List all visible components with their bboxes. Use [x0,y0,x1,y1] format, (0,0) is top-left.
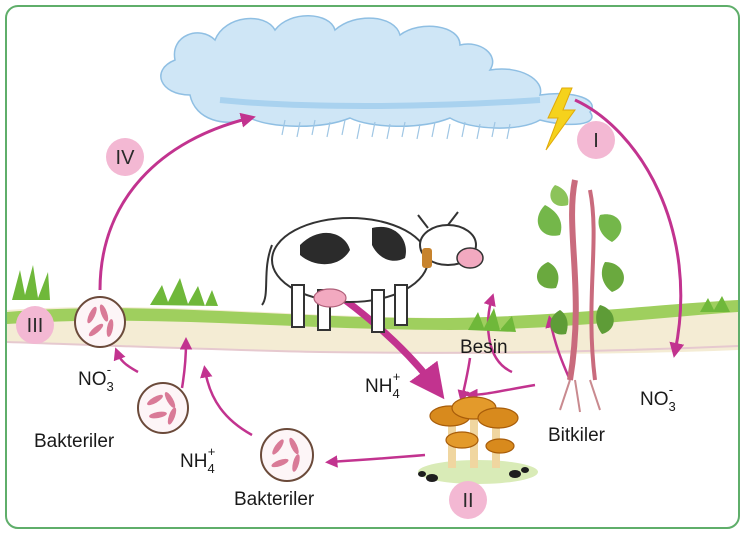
svg-text:II: II [462,490,473,512]
bacteria-icon [261,429,313,481]
bacteria-icon [138,383,188,433]
svg-text:IV: IV [116,147,136,169]
bacteria-left-label: Bakteriler [34,431,115,452]
stage-badge-ii: II [449,481,487,519]
bacteria-bottom-label: Bakteriler [234,489,315,510]
plants-label: Bitkiler [548,425,606,446]
stage-badge-iv: IV [106,138,144,176]
svg-text:I: I [593,130,599,152]
stage-badge-iii: III [16,306,54,344]
stage-badge-i: I [577,121,615,159]
food-label: Besin [460,337,508,358]
bacteria-icon [75,297,125,347]
svg-text:III: III [27,315,44,337]
